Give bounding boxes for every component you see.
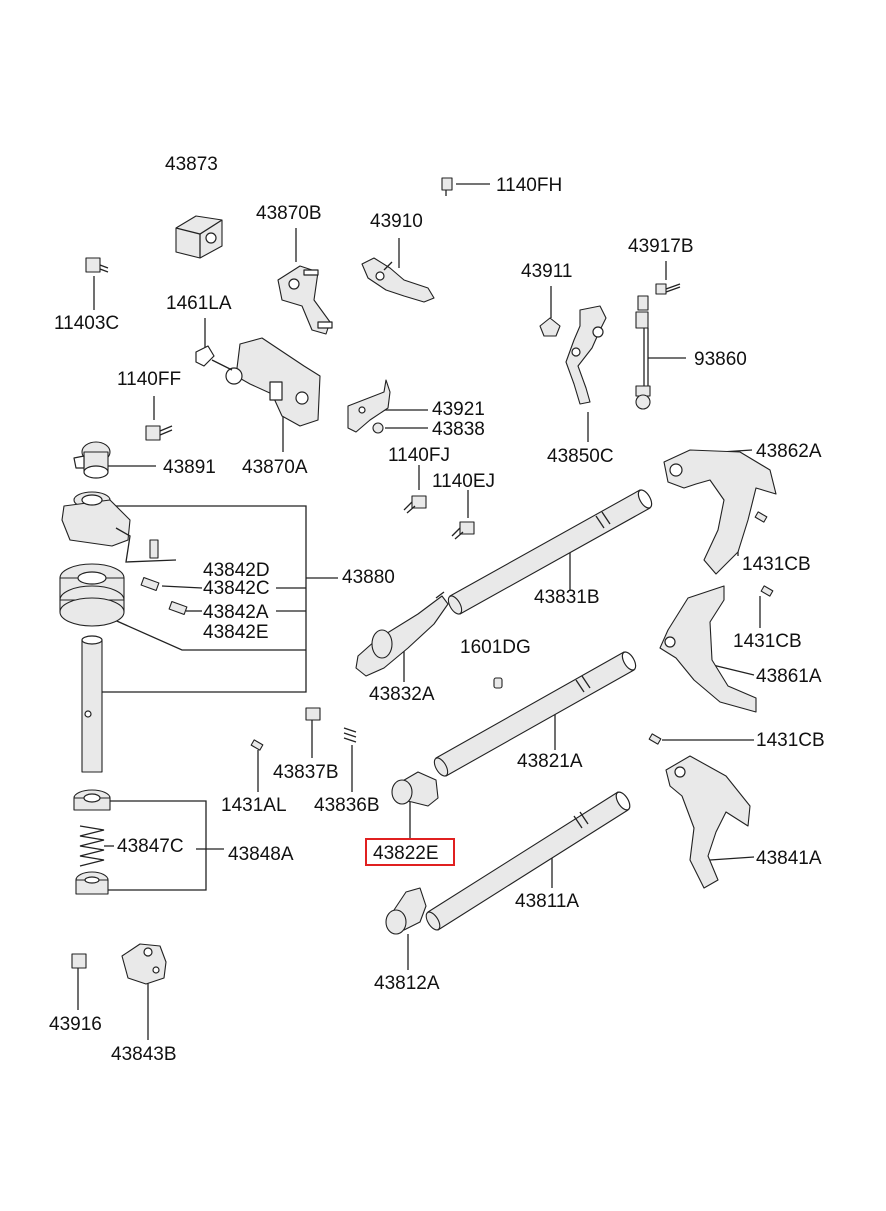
rail-43821A (433, 651, 637, 777)
bracket-43843B (121, 943, 167, 985)
part-label-1601DG[interactable]: 1601DG (460, 637, 531, 658)
part-label-43870B[interactable]: 43870B (256, 203, 322, 224)
bolt-1140EJ (451, 521, 475, 540)
part-label-43842D[interactable]: 43842D (203, 560, 270, 581)
part-label-1431CB-2[interactable]: 1431CB (733, 631, 802, 652)
part-label-43842C[interactable]: 43842C (203, 578, 270, 599)
part-label-43812A[interactable]: 43812A (374, 973, 440, 994)
part-label-1140FF[interactable]: 1140FF (117, 369, 181, 390)
part-label-43838[interactable]: 43838 (432, 419, 485, 440)
lever-43910 (361, 257, 435, 303)
spring-set-43848A (73, 789, 111, 895)
part-label-1431CB-1[interactable]: 1431CB (742, 554, 811, 575)
part-label-43848A[interactable]: 43848A (228, 844, 294, 865)
part-label-43880[interactable]: 43880 (342, 567, 395, 588)
part-label-1431CB-3[interactable]: 1431CB (756, 730, 825, 751)
bolt-11403C (85, 257, 109, 273)
part-label-43861A[interactable]: 43861A (756, 666, 822, 687)
part-label-1140FJ[interactable]: 1140FJ (388, 445, 450, 466)
part-label-43916[interactable]: 43916 (49, 1014, 102, 1035)
bolt-1140FF (145, 425, 173, 441)
bracket-43850C (565, 305, 607, 405)
fork-43861A (659, 585, 757, 713)
sensor-93860 (635, 295, 651, 410)
part-label-1461LA[interactable]: 1461LA (166, 293, 232, 314)
part-label-43921[interactable]: 43921 (432, 399, 485, 420)
bracket-43870A (195, 337, 321, 427)
part-label-43911[interactable]: 43911 (521, 261, 572, 282)
lug-43812A (385, 887, 427, 935)
part-label-43831B[interactable]: 43831B (534, 587, 600, 608)
part-drawings (59, 177, 777, 985)
part-label-1431AL[interactable]: 1431AL (221, 795, 287, 816)
part-label-43821A[interactable]: 43821A (517, 751, 583, 772)
fork-43862A (663, 449, 777, 575)
clip-43891 (73, 441, 111, 479)
bolt-1140FJ (403, 495, 427, 514)
lever-assembly-43880 (59, 491, 188, 773)
part-label-43822E[interactable]: 43822E (373, 843, 439, 864)
part-labels: 43873 1140FH 43870B 43910 43917B 43911 1… (49, 154, 825, 1065)
fork-43841A (665, 755, 751, 889)
bolt-43916 (71, 953, 87, 969)
part-label-43873[interactable]: 43873 (165, 154, 218, 175)
part-label-43836B[interactable]: 43836B (314, 795, 380, 816)
part-label-43843B[interactable]: 43843B (111, 1044, 177, 1065)
lug-43832A (355, 591, 449, 677)
rail-43831B (447, 489, 653, 615)
block-43873 (175, 215, 223, 259)
rail-43811A (425, 791, 631, 931)
part-label-1140FH[interactable]: 1140FH (496, 175, 562, 196)
part-label-43842E[interactable]: 43842E (203, 622, 269, 643)
part-label-43811A[interactable]: 43811A (515, 891, 579, 912)
part-label-43910[interactable]: 43910 (370, 211, 423, 232)
bracket-43870B (277, 265, 333, 335)
part-label-1140EJ[interactable]: 1140EJ (432, 471, 495, 492)
part-label-43832A[interactable]: 43832A (369, 684, 435, 705)
highlight-box (365, 838, 455, 866)
part-label-43842A[interactable]: 43842A (203, 602, 269, 623)
part-label-43837B[interactable]: 43837B (273, 762, 339, 783)
part-label-43862A[interactable]: 43862A (756, 441, 822, 462)
pin-1601DG (493, 677, 503, 689)
part-label-43870A[interactable]: 43870A (242, 457, 308, 478)
bolt-1140FH (441, 177, 453, 196)
lug-43822E (391, 771, 439, 807)
pin-43911 (539, 317, 561, 337)
roll-pins (250, 511, 774, 751)
part-label-43841A[interactable]: 43841A (756, 848, 822, 869)
part-label-43891[interactable]: 43891 (163, 457, 216, 478)
part-label-11403C[interactable]: 11403C (54, 313, 119, 334)
part-label-43847C[interactable]: 43847C (117, 836, 184, 857)
part-label-43917B[interactable]: 43917B (628, 236, 694, 257)
bracket-43921 (347, 379, 391, 434)
part-label-43850C[interactable]: 43850C (547, 446, 614, 467)
bolt-43917B (655, 283, 681, 295)
part-label-93860[interactable]: 93860 (694, 349, 747, 370)
